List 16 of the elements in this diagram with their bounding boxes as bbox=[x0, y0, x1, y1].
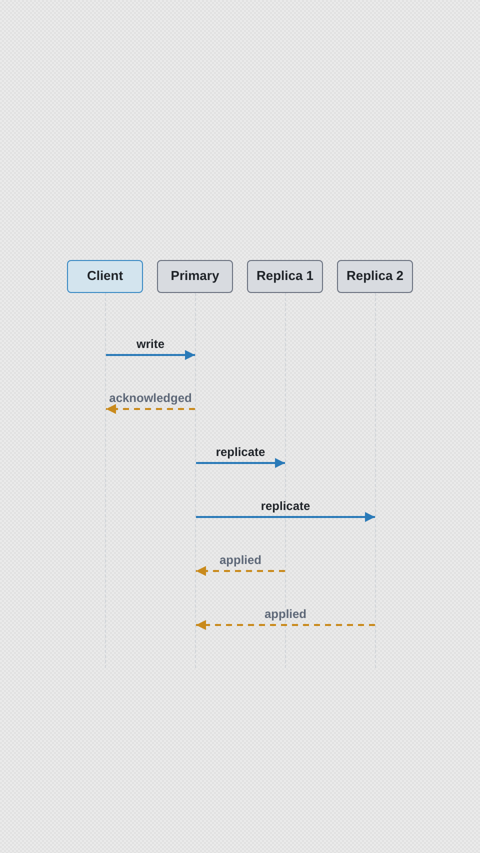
edge-label: replicate bbox=[216, 446, 266, 458]
edge-label: acknowledged bbox=[109, 392, 192, 404]
edge-label: replicate bbox=[260, 500, 310, 512]
arrow bbox=[196, 458, 285, 468]
edge-label: write bbox=[136, 338, 164, 350]
arrow bbox=[196, 512, 375, 522]
edge-label: applied bbox=[264, 608, 306, 620]
dashed-arrow bbox=[106, 404, 195, 414]
participant-box: Client bbox=[67, 260, 143, 293]
arrow bbox=[106, 350, 195, 360]
participant-box: Replica 1 bbox=[247, 260, 323, 293]
edge-label: applied bbox=[220, 554, 262, 566]
dashed-arrow bbox=[196, 566, 285, 576]
dashed-arrow bbox=[196, 620, 375, 630]
participant-box: Primary bbox=[157, 260, 233, 293]
participant-box: Replica 2 bbox=[337, 260, 413, 293]
